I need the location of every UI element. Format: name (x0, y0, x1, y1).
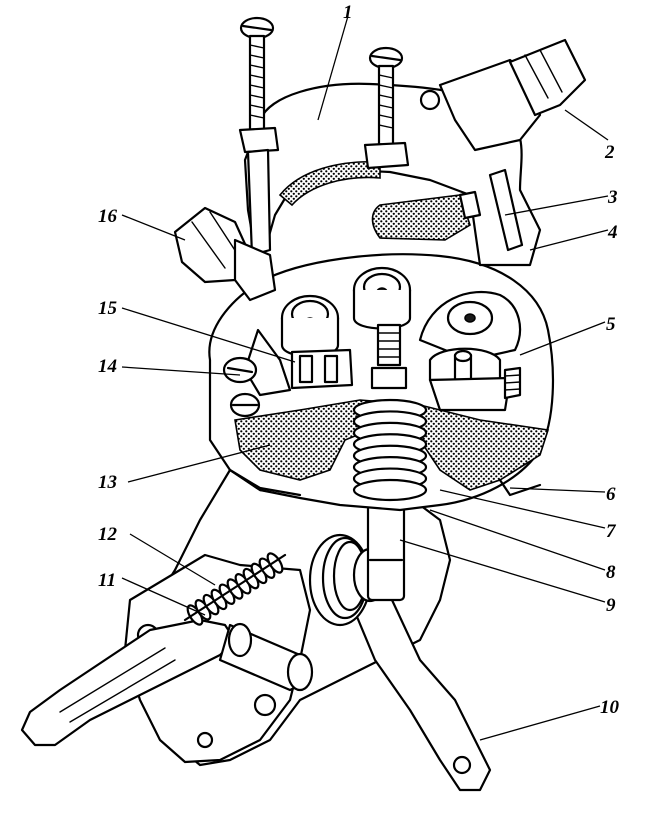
callout-11: 11 (98, 570, 116, 591)
valve-cage (428, 347, 512, 412)
callouts: 1 2 3 4 5 6 7 8 9 10 11 12 13 14 15 16 (98, 2, 620, 718)
callout-3: 3 (607, 187, 618, 208)
callout-4: 4 (607, 222, 618, 243)
valve-retainer (222, 328, 354, 418)
center-bolt (370, 323, 408, 390)
diaphragm-spring (352, 398, 428, 502)
lever-return-spring (183, 552, 287, 626)
outlet-valve (418, 290, 522, 362)
inlet-fitting (173, 206, 277, 302)
callout-6: 6 (606, 484, 616, 505)
hand-priming-lever (20, 618, 237, 747)
callout-7: 7 (606, 521, 617, 542)
drive-lever (348, 583, 492, 792)
callout-13: 13 (98, 472, 117, 493)
callout-5: 5 (606, 314, 616, 335)
callout-10: 10 (600, 697, 620, 718)
leader-lines (121, 15, 609, 741)
diaphragm-spring-coil (352, 478, 428, 502)
top-cover (243, 38, 587, 267)
callout-2: 2 (604, 142, 615, 163)
pump-rod (366, 498, 406, 602)
side-screw (503, 366, 522, 400)
cover-screws (238, 16, 410, 257)
callout-16: 16 (98, 206, 118, 227)
lever-spring-coil (266, 552, 284, 574)
callout-12: 12 (98, 524, 118, 545)
callout-14: 14 (98, 356, 117, 377)
callout-9: 9 (606, 595, 616, 616)
lever-shaft (218, 622, 314, 692)
callout-1: 1 (343, 2, 353, 23)
inlet-valves (280, 266, 412, 358)
callout-15: 15 (98, 298, 118, 319)
callout-8: 8 (606, 562, 616, 583)
